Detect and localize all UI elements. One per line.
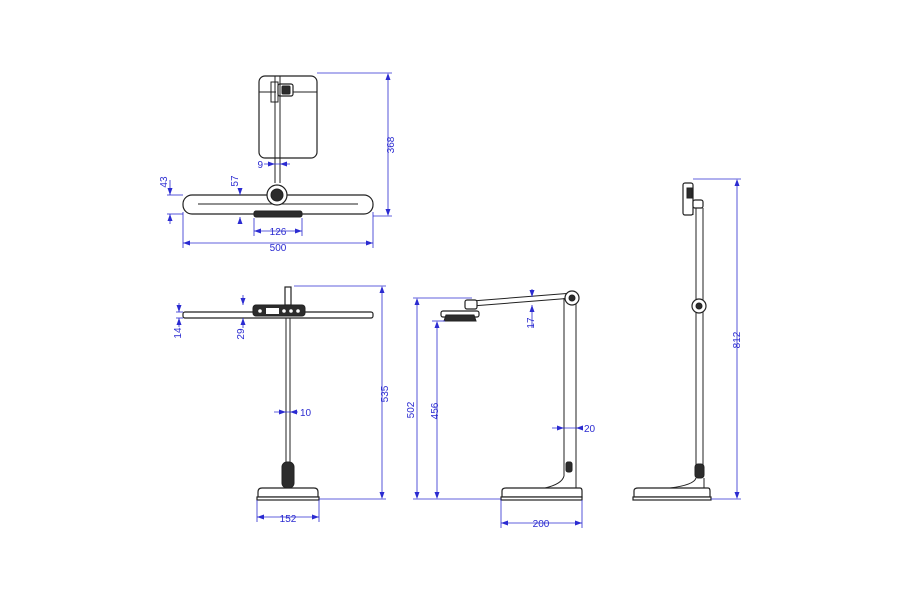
pivot-knob-back — [694, 463, 705, 479]
top-view: 368 9 43 57 126 500 — [159, 72, 397, 254]
dim-top-head-width: 500 — [270, 243, 287, 254]
dim-top-offset: 9 — [257, 160, 263, 171]
dim-top-panel-width: 126 — [270, 227, 287, 238]
base-front — [257, 487, 319, 498]
dim-top-head-thickness: 43 — [159, 176, 170, 188]
dim-top-head-depth: 57 — [230, 175, 241, 187]
control-panel-top — [253, 210, 303, 218]
base-side — [501, 487, 583, 498]
pivot-joint-front — [281, 461, 295, 489]
dim-front-head-offset: 29 — [236, 328, 247, 340]
dim-side-pole-diameter: 20 — [584, 424, 596, 435]
dim-side-base-width: 200 — [533, 519, 550, 530]
dim-front-total-height: 535 — [380, 385, 391, 402]
dim-top-height: 368 — [386, 136, 397, 153]
clamp-plate — [258, 75, 318, 159]
dim-side-total-height: 502 — [406, 401, 417, 418]
dim-front-base-width: 152 — [280, 514, 297, 525]
front-view: 14 29 10 535 152 — [173, 285, 391, 525]
dim-back-total-height: 812 — [732, 331, 743, 348]
dim-front-head-thickness: 14 — [173, 327, 184, 339]
dim-side-arm-thickness: 17 — [526, 317, 537, 329]
dim-front-pole-diameter: 10 — [300, 408, 312, 419]
base-back — [633, 487, 711, 498]
pivot-knob-side — [565, 461, 573, 473]
dim-side-head-height: 456 — [430, 402, 441, 419]
side-view: 17 502 456 20 200 — [406, 289, 596, 530]
back-view: 812 — [632, 178, 743, 501]
